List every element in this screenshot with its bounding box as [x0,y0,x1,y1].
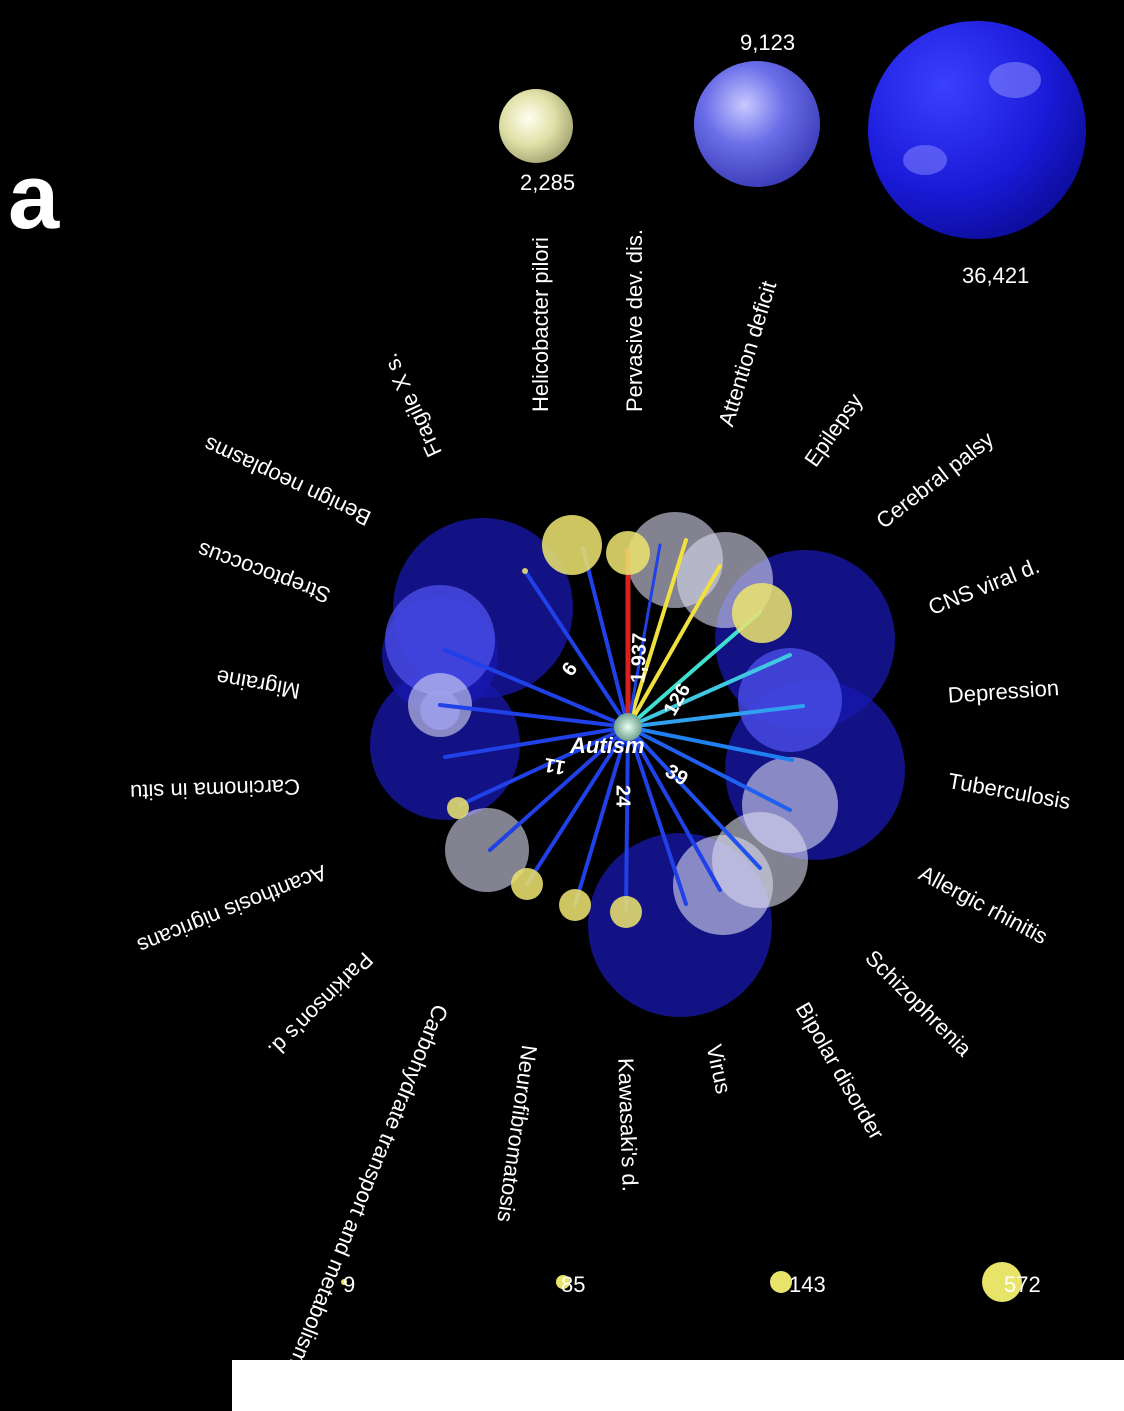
edge-8 [626,725,792,812]
edge-legend-value-85: 85 [561,1272,585,1297]
node-pale-5 [673,835,773,935]
node-yellow-5 [511,868,543,900]
node-blue-mid-1 [385,585,495,695]
disease-label-3: Helicobacter pilori [528,237,553,412]
edge-legend-dot-143 [770,1271,792,1293]
edge-15 [488,725,630,852]
disease-label-20: Carcinoma in situ [130,774,301,805]
edge-legend-dot-85 [556,1275,570,1289]
edge-19 [443,648,630,729]
legend-value-small: 2,285 [520,170,575,195]
edge-16 [458,725,630,807]
edge-legend-value-143: 143 [789,1272,826,1297]
edge-20 [523,569,630,729]
edge-22 [626,543,662,729]
legend-sphere-medium [694,61,820,187]
legend-value-medium: 9,123 [740,30,795,55]
node-yellow-8 [522,568,528,574]
legend-sphere-small [499,89,573,163]
edge-21 [581,546,630,729]
figure-background-bottom-left [0,1358,232,1411]
edge-legend-value-572: 572 [1004,1272,1041,1297]
edge-12 [624,725,630,912]
edge-17 [443,725,630,759]
disease-label-4: Pervasive dev. dis. [622,229,647,412]
edge-13 [573,725,630,907]
edge-count-label-1: 1,937 [627,633,651,684]
node-yellow-6 [559,889,591,921]
node-yellow-3 [732,583,792,643]
autism-node [614,713,642,741]
edge-legend-dot-572 [982,1262,1022,1302]
disease-label-15: Kawasaki's d. [613,1058,643,1193]
edge-count-legend: 9 85 143 572 [341,1262,1041,1302]
edge-7 [626,725,794,762]
node-yellow-1 [542,515,602,575]
edge-legend-dot-9 [341,1279,347,1285]
legend-sphere-large [868,21,1086,239]
legend-sphere-large-highlight [989,62,1041,98]
edge-14 [525,725,630,886]
edge-count-label-4: 24 [612,785,634,808]
edge-2 [626,538,688,729]
node-yellow-2 [606,531,650,575]
node-yellow-7 [610,896,642,928]
edge-count-label-5: 11 [543,753,568,778]
edge-legend-value-9: 9 [343,1272,355,1297]
node-yellow-4 [447,797,469,819]
edge-4 [626,610,762,729]
node-blue-large-5 [370,670,520,820]
edge-3 [626,564,722,729]
legend-value-large: 36,421 [962,263,1029,288]
edge-10 [626,725,722,892]
edge-18 [438,703,630,729]
panel-label: a [8,146,60,248]
edge-6 [626,704,805,729]
edge-5 [626,653,792,729]
center-label: Autism [569,733,645,758]
edge-9 [626,725,762,870]
white-corner [232,1360,1124,1411]
size-legend: 2,285 9,123 36,421 [499,21,1086,288]
node-blue-mid-2 [738,648,842,752]
edge-11 [626,725,688,906]
legend-sphere-large-highlight-2 [903,145,947,175]
node-pale-6 [445,808,529,892]
